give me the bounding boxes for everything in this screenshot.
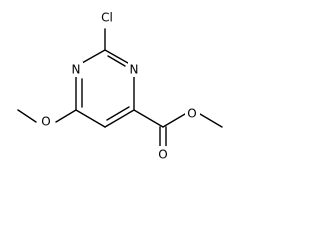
label-layer: Cl N N O O O	[39, 9, 200, 162]
structure-diagram: Cl N N O O O	[17, 9, 223, 162]
label-bg-o-ester	[185, 106, 200, 122]
label-bg-n-right	[128, 62, 141, 77]
label-bg-cl	[93, 9, 119, 27]
bond-c5-c4	[104, 109, 135, 128]
bond-layer	[17, 28, 223, 149]
bond-c2-n3	[104, 49, 129, 64]
molecule-drawing: Cl N N O O O	[17, 9, 223, 162]
nitrogen-left-label: N	[72, 63, 81, 77]
bond-c2-n3-inner	[107, 55, 126, 67]
bond-c2-n1	[81, 49, 106, 64]
oxygen-methoxy-label: O	[41, 115, 50, 129]
oxygen-carbonyl-label: O	[158, 148, 167, 162]
bond-c5-c4-inner	[106, 106, 130, 121]
bond-c4-ester-carbon	[133, 109, 164, 128]
label-bg-o-carbonyl	[156, 146, 171, 162]
bond-ester-o	[162, 113, 186, 128]
bond-c6-c5	[75, 109, 106, 128]
bond-c6-o-methoxy	[55, 109, 77, 123]
nitrogen-right-label: N	[130, 63, 139, 77]
oxygen-ester-label: O	[187, 107, 196, 121]
label-bg-o-methoxy	[39, 114, 54, 130]
bond-o-methyl-left	[17, 109, 37, 123]
label-bg-n-left	[70, 62, 83, 77]
chlorine-label: Cl	[101, 11, 113, 25]
bond-o-methyl-right	[199, 113, 223, 128]
